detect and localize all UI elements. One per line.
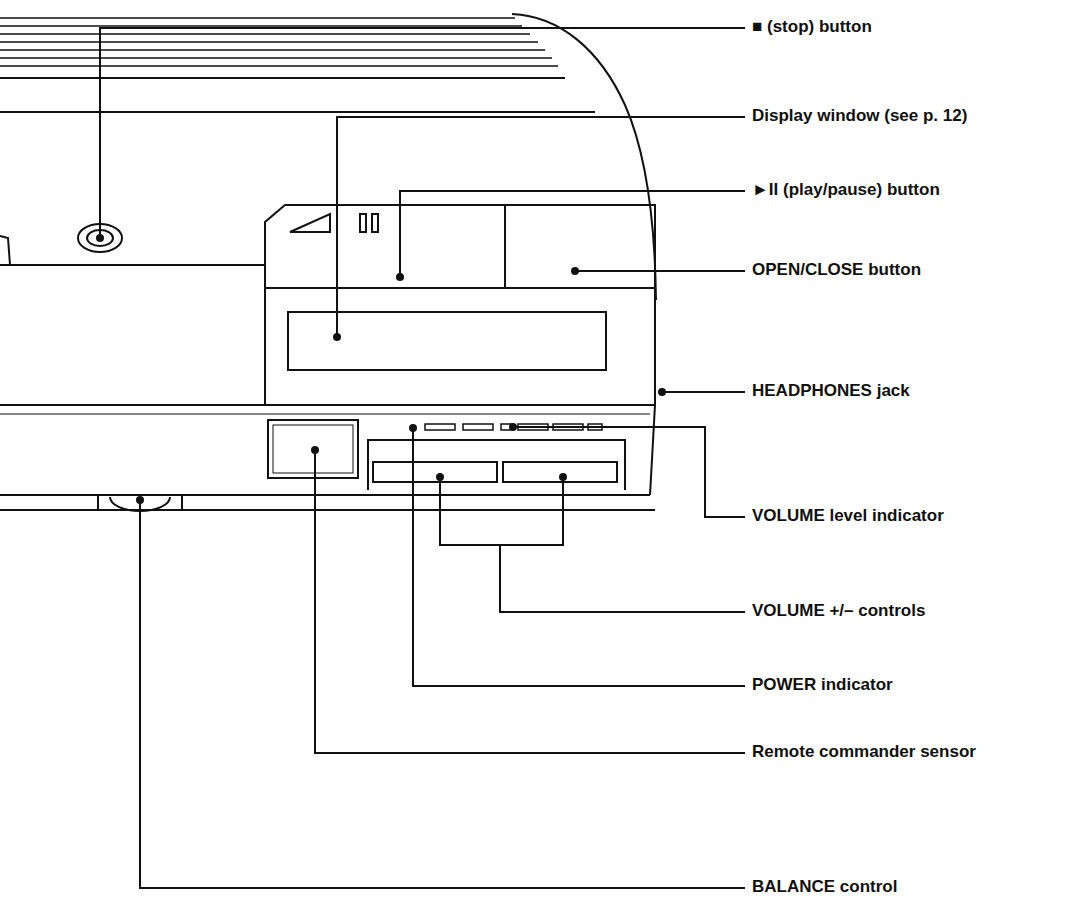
leader-dot bbox=[311, 446, 319, 454]
button-divider bbox=[504, 205, 506, 288]
leader-line bbox=[315, 450, 745, 753]
callout-label: BALANCE control bbox=[752, 876, 897, 898]
callout-label: POWER indicator bbox=[752, 674, 893, 696]
rib bbox=[0, 25, 522, 27]
side-curve bbox=[512, 14, 656, 300]
button-bank bbox=[265, 205, 655, 288]
pause-symbol bbox=[372, 214, 378, 232]
leader-line bbox=[337, 117, 745, 337]
callout-label: VOLUME level indicator bbox=[752, 505, 944, 527]
leader-dot bbox=[436, 473, 444, 481]
rib bbox=[0, 17, 515, 19]
leader-line bbox=[140, 500, 745, 888]
leader-dot bbox=[136, 496, 144, 504]
device-body bbox=[0, 14, 656, 511]
leader-dot bbox=[509, 423, 517, 431]
leader-line bbox=[100, 28, 745, 238]
panel-edge bbox=[0, 413, 650, 414]
leader-line bbox=[400, 191, 745, 277]
callout-label: ■ (stop) button bbox=[752, 16, 872, 38]
leader-line bbox=[575, 270, 745, 272]
volume-frame bbox=[368, 440, 625, 490]
volume-button bbox=[373, 462, 497, 482]
leader-line bbox=[440, 477, 563, 545]
leader-dots bbox=[96, 234, 666, 504]
leader-dot bbox=[396, 273, 404, 281]
play-symbol bbox=[290, 214, 330, 232]
level-segment bbox=[425, 424, 455, 430]
display-window bbox=[288, 312, 606, 370]
remote-sensor bbox=[268, 420, 358, 478]
leader-dot bbox=[96, 234, 104, 242]
leader-dot bbox=[409, 424, 417, 432]
left-notch bbox=[0, 236, 10, 265]
panel-edge bbox=[650, 405, 655, 495]
callout-label: Remote commander sensor bbox=[752, 741, 976, 763]
callout-label: Display window (see p. 12) bbox=[752, 105, 967, 127]
callout-label: HEADPHONES jack bbox=[752, 380, 910, 402]
callout-label: VOLUME +/– controls bbox=[752, 600, 925, 622]
rib bbox=[0, 49, 545, 51]
leader-dot bbox=[571, 267, 579, 275]
top-edge bbox=[0, 77, 565, 79]
top-edge bbox=[0, 111, 595, 113]
rib bbox=[0, 41, 538, 43]
panel-edge bbox=[0, 264, 265, 266]
panel-edge bbox=[0, 404, 655, 406]
leader-dot bbox=[658, 388, 666, 396]
pause-symbol bbox=[360, 214, 366, 232]
leader-line bbox=[500, 545, 745, 612]
volume-button bbox=[503, 462, 617, 482]
rib bbox=[0, 33, 530, 35]
panel-edge bbox=[654, 288, 656, 405]
leader-dot bbox=[333, 333, 341, 341]
leader-lines bbox=[100, 28, 745, 888]
top-ribs bbox=[0, 18, 558, 66]
rib bbox=[0, 65, 558, 67]
base-edge bbox=[0, 509, 110, 511]
panel-edge bbox=[264, 288, 266, 405]
leader-line bbox=[662, 391, 745, 393]
remote-sensor bbox=[273, 425, 353, 473]
callout-label: ►II (play/pause) button bbox=[752, 179, 940, 201]
rib bbox=[0, 57, 552, 59]
level-segment bbox=[463, 424, 493, 430]
leader-line bbox=[513, 427, 745, 517]
callout-label: OPEN/CLOSE button bbox=[752, 259, 921, 281]
leader-dot bbox=[559, 473, 567, 481]
leader-line bbox=[413, 428, 745, 686]
